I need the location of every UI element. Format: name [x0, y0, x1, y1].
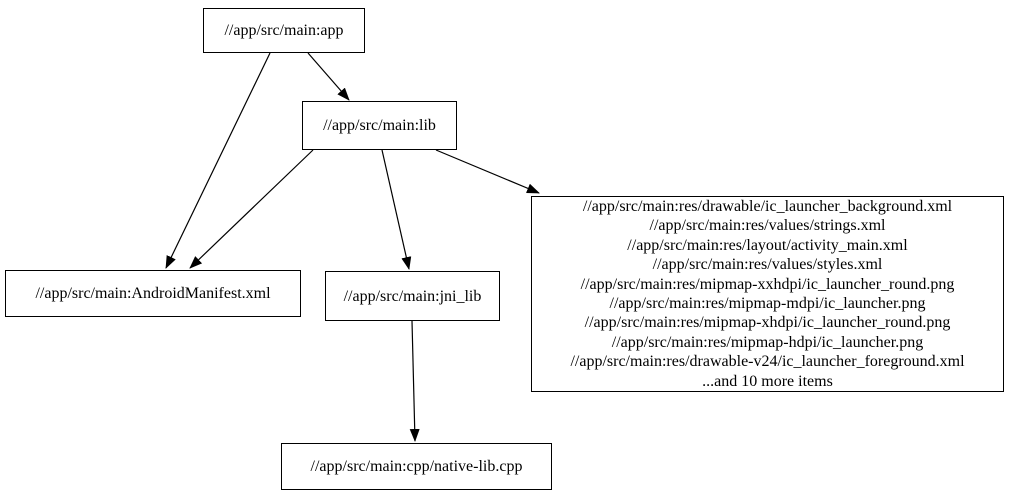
node-native-lib-cpp-label: //app/src/main:cpp/native-lib.cpp [310, 458, 523, 475]
edge-app-to-lib [307, 52, 350, 101]
node-lib: //app/src/main:lib [302, 101, 457, 150]
res-file-line: //app/src/main:res/drawable-v24/ic_launc… [570, 353, 965, 371]
edge-lib-to-res-group [435, 149, 540, 194]
res-file-line: //app/src/main:res/mipmap-hdpi/ic_launch… [611, 333, 924, 351]
res-file-line: //app/src/main:res/mipmap-xhdpi/ic_launc… [584, 314, 951, 332]
res-more-items-line: ...and 10 more items [702, 372, 833, 390]
edge-app-to-manifest [165, 52, 271, 269]
res-file-line: //app/src/main:res/mipmap-mdpi/ic_launch… [609, 295, 926, 312]
node-android-manifest-label: //app/src/main:AndroidManifest.xml [35, 285, 271, 302]
node-jni-lib: //app/src/main:jni_lib [325, 271, 500, 321]
edge-lib-to-jni-lib [381, 149, 412, 270]
res-file-line: //app/src/main:res/drawable/ic_launcher_… [582, 197, 953, 215]
node-app-label: //app/src/main:app [224, 22, 344, 39]
res-file-line: //app/src/main:res/values/styles.xml [652, 256, 883, 274]
res-file-line: //app/src/main:res/values/strings.xml [649, 217, 886, 235]
node-res-file-group: //app/src/main:res/drawable/ic_launcher_… [531, 196, 1004, 392]
node-lib-label: //app/src/main:lib [323, 117, 436, 134]
res-file-line: //app/src/main:res/mipmap-xxhdpi/ic_laun… [580, 275, 955, 293]
node-jni-lib-label: //app/src/main:jni_lib [343, 287, 482, 305]
res-file-line: //app/src/main:res/layout/activity_main.… [627, 236, 908, 254]
edge-lib-to-manifest [189, 149, 314, 269]
node-native-lib-cpp: //app/src/main:cpp/native-lib.cpp [281, 443, 552, 490]
node-android-manifest: //app/src/main:AndroidManifest.xml [5, 270, 301, 317]
edge-jni-lib-to-native-lib [409, 320, 420, 442]
node-app: //app/src/main:app [203, 8, 365, 53]
